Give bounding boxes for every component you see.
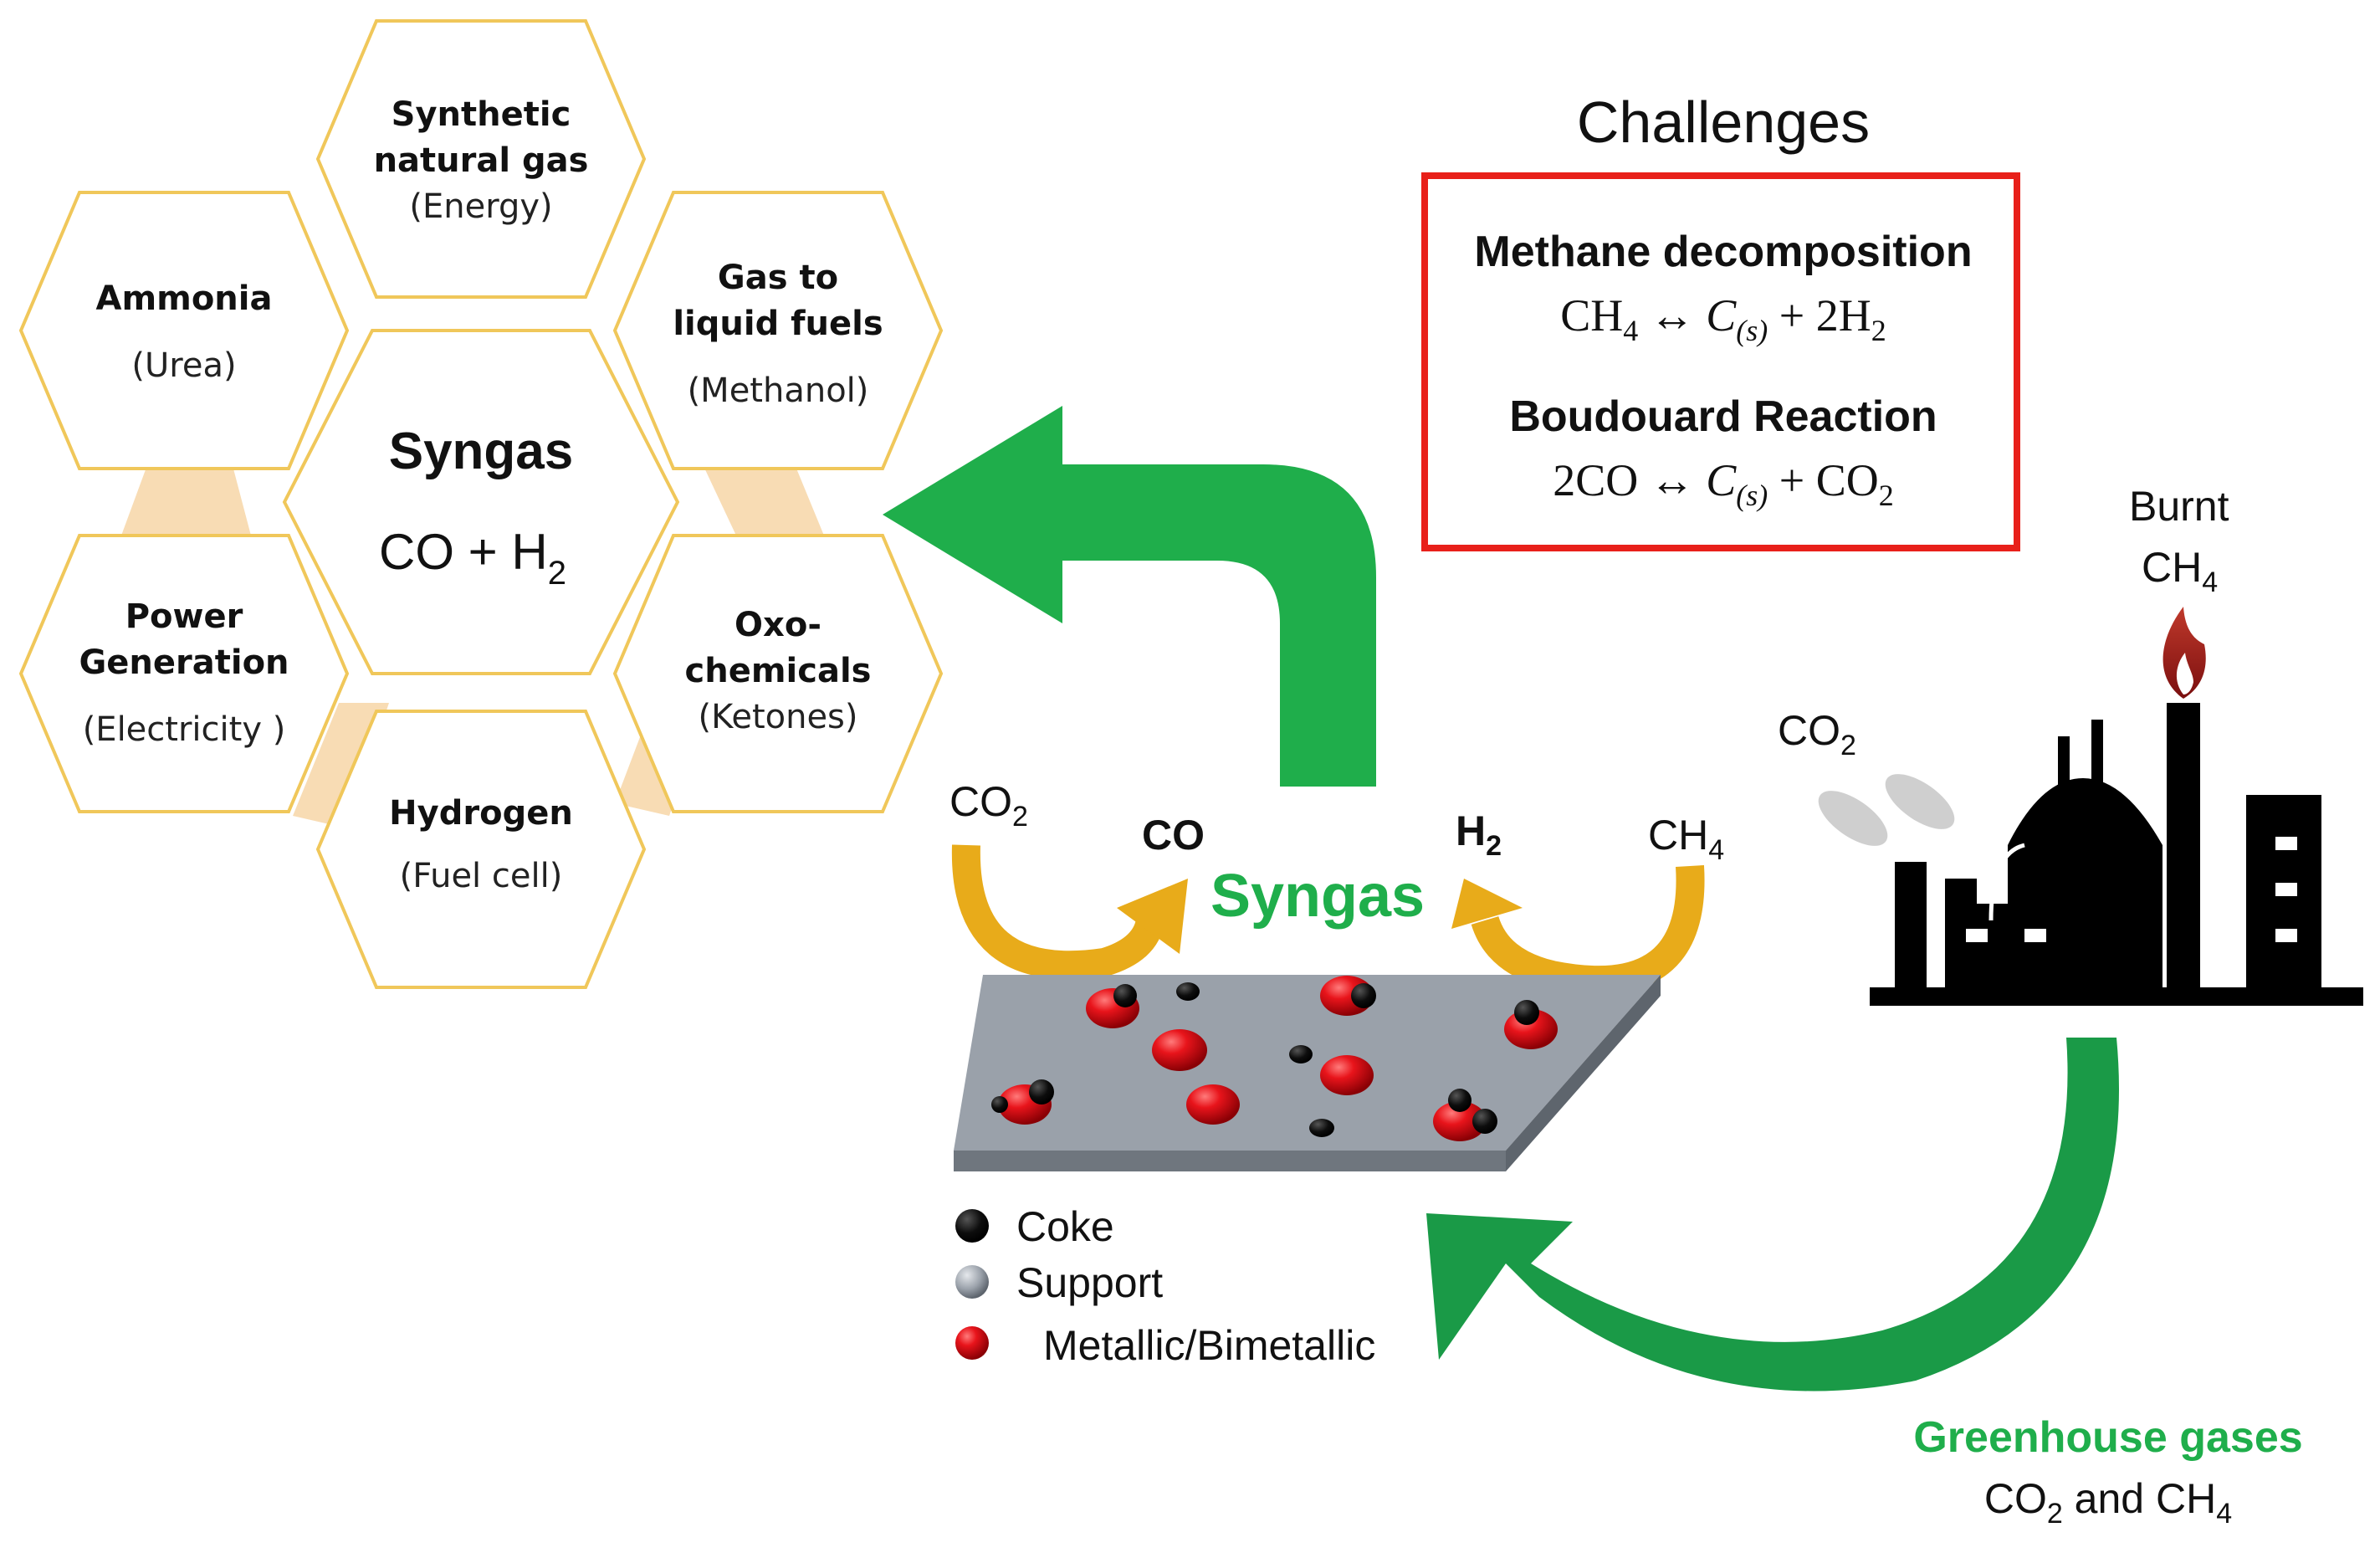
legend: Coke Support Metallic/Bimetallic	[955, 1203, 1375, 1369]
coke-particle	[1472, 1109, 1497, 1134]
hex-power-line2: Generation	[79, 643, 289, 682]
legend-coke-swatch	[955, 1209, 989, 1243]
hex-ammonia-sub: (Urea)	[131, 346, 236, 385]
challenges-box	[1421, 172, 2020, 551]
reactor-syngas-label: Syngas	[1210, 863, 1425, 930]
hex-gtl-sub: (Methanol)	[688, 372, 869, 410]
reaction1-name: Methane decomposition	[1474, 228, 1972, 276]
coke-particle	[1289, 1045, 1313, 1064]
green-arrow-to-products	[883, 406, 1376, 787]
factory-co2-label: CO2	[1778, 707, 1856, 761]
reactor-h2-label: H2	[1456, 807, 1502, 862]
coke-particle	[1448, 1089, 1472, 1112]
hexagon-gas-to-liquid: Gas to liquid fuels (Methanol)	[612, 191, 944, 470]
legend-metallic-label: Metallic/Bimetallic	[1043, 1322, 1375, 1369]
greenhouse-title: Greenhouse gases	[1913, 1413, 2302, 1462]
hex-power-line1: Power	[125, 597, 243, 636]
hex-hydrogen-sub: (Fuel cell)	[400, 857, 563, 895]
flame-icon	[2162, 607, 2206, 699]
coke-particle	[1029, 1079, 1054, 1105]
gold-arrow-co2-to-co	[951, 844, 1188, 980]
legend-support-label: Support	[1016, 1259, 1163, 1306]
factory-windows	[1966, 837, 2297, 942]
hex-power-sub: (Electricity )	[83, 710, 286, 749]
coke-particles	[991, 982, 1539, 1137]
reactor-co-label: CO	[1142, 812, 1205, 859]
hexagon-syngas-center: Syngas CO + H2	[282, 329, 680, 675]
hex-gtl-line2: liquid fuels	[673, 305, 883, 343]
coke-particle	[1351, 983, 1376, 1008]
reaction2-equation: 2CO ↔ C(s) + CO2	[1553, 455, 1894, 512]
catalyst-support-plate	[954, 975, 1661, 1171]
metal-particle	[1433, 1101, 1487, 1141]
greenhouse-subtitle: CO2 and CH4	[1984, 1475, 2232, 1530]
hex-synthetic-line2: natural gas	[374, 141, 589, 180]
hex-gtl-line1: Gas to	[718, 259, 838, 297]
reaction2-name: Boudouard Reaction	[1509, 392, 1937, 441]
hexagon-oxo-chemicals: Oxo- chemicals (Ketones)	[612, 534, 944, 813]
metal-particle	[1320, 1055, 1374, 1095]
hex-ammonia-title: Ammonia	[96, 279, 273, 318]
reaction1-equation: CH4 ↔ C(s) + 2H2	[1560, 290, 1886, 347]
reactor-co2-label: CO2	[949, 778, 1028, 833]
metal-particle	[1152, 1029, 1207, 1071]
hexagon-ammonia: Ammonia (Urea)	[18, 191, 350, 470]
challenges-heading: Challenges	[1577, 90, 1870, 155]
coke-particle	[1113, 984, 1137, 1007]
hex-synthetic-sub: (Energy)	[409, 187, 552, 226]
green-arrow-greenhouse-return	[1426, 1038, 2119, 1392]
factory-icon	[1870, 703, 2363, 1006]
legend-metallic-swatch	[955, 1326, 989, 1360]
coke-particle	[991, 1096, 1008, 1113]
reactor-ch4-label: CH4	[1648, 812, 1724, 866]
factory-burnt-line2: CH4	[2142, 544, 2218, 598]
legend-coke-label: Coke	[1016, 1203, 1114, 1250]
hex-hydrogen-title: Hydrogen	[389, 794, 573, 833]
hex-oxo-line1: Oxo-	[734, 606, 821, 644]
gold-arrow-ch4-to-h2	[1451, 864, 1705, 995]
hex-oxo-sub: (Ketones)	[698, 698, 857, 736]
legend-support-swatch	[955, 1265, 989, 1299]
hex-center-title: Syngas	[389, 423, 574, 480]
coke-particle	[1514, 1000, 1539, 1025]
metal-particle	[1186, 1084, 1240, 1125]
factory-burnt-line1: Burnt	[2129, 483, 2229, 530]
metal-particles	[998, 976, 1558, 1141]
smoke-icon	[1818, 774, 1955, 846]
hex-center-formula: CO + H2	[379, 524, 566, 592]
hexagon-synthetic-natural-gas: Synthetic natural gas (Energy)	[315, 19, 647, 299]
hexagon-power-generation: Power Generation (Electricity )	[18, 534, 350, 813]
hex-oxo-line2: chemicals	[685, 652, 872, 690]
hex-synthetic-line1: Synthetic	[392, 95, 571, 134]
coke-particle	[1309, 1119, 1334, 1137]
coke-particle	[1176, 982, 1200, 1001]
hexagon-hydrogen: Hydrogen (Fuel cell)	[315, 710, 647, 989]
